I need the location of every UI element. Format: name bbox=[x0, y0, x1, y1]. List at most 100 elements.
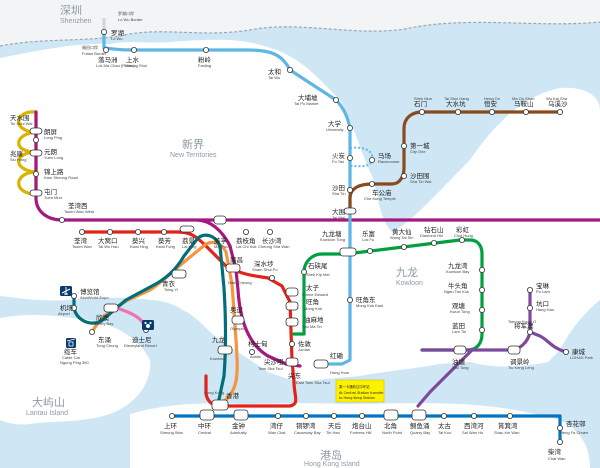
station-austin[interactable] bbox=[248, 348, 255, 355]
station-tiu-keng-leng[interactable] bbox=[507, 345, 521, 355]
label-disneyland-cn: 迪士尼 bbox=[132, 335, 152, 344]
station-choi-hung[interactable] bbox=[458, 236, 465, 243]
label-yau-tong-en: Yau Tong bbox=[452, 365, 469, 370]
station-lok-ma-chau[interactable] bbox=[103, 47, 110, 54]
label-tuen-mun-en: Tuen Mun bbox=[44, 195, 62, 200]
station-shek-kip-mei[interactable] bbox=[300, 268, 307, 275]
station-sham-shui-po[interactable] bbox=[268, 274, 275, 281]
station-tai-wai[interactable] bbox=[343, 207, 357, 215]
station-tung-chung[interactable] bbox=[89, 328, 96, 335]
station-tsing-yi[interactable] bbox=[171, 269, 187, 279]
label-kwun-tong-en: Kwun Tong bbox=[450, 309, 470, 314]
label-shek-kip-mei-en: Shek Kip Mei bbox=[306, 272, 330, 277]
label-chai-wan-cn: 柴湾 bbox=[548, 447, 562, 456]
station-sai-wan-ho[interactable] bbox=[470, 412, 477, 419]
label-che-kung-temple-cn: 车公庙 bbox=[372, 188, 392, 197]
station-ma-on-shan[interactable] bbox=[523, 109, 530, 116]
station-tsim-sha-tsui[interactable] bbox=[285, 357, 299, 367]
station-sha-tin-wai[interactable] bbox=[400, 172, 407, 179]
station-fo-tan[interactable] bbox=[346, 154, 353, 161]
station-olympic[interactable] bbox=[231, 315, 245, 325]
station-yau-tong[interactable] bbox=[453, 345, 467, 355]
station-prince-edward[interactable] bbox=[285, 287, 299, 297]
station-mei-foo[interactable] bbox=[213, 215, 227, 225]
station-causeway-bay[interactable] bbox=[302, 412, 309, 419]
station-yau-ma-tei[interactable] bbox=[285, 317, 299, 327]
station-shek-mun[interactable] bbox=[418, 109, 425, 116]
station-hang-hau[interactable] bbox=[527, 304, 534, 311]
station-nam-cheong[interactable] bbox=[225, 263, 241, 273]
station-cheung-sha-wan[interactable] bbox=[266, 228, 273, 235]
station-tai-shui-hang[interactable] bbox=[454, 109, 461, 116]
station-tin-shui-wai[interactable] bbox=[29, 127, 43, 135]
station-admiralty[interactable] bbox=[233, 409, 249, 421]
station-diamond-hill[interactable] bbox=[430, 239, 437, 246]
station-fortress-hill[interactable] bbox=[358, 412, 365, 419]
label-tseung-kwan-o-cn: 将军澳 bbox=[514, 321, 534, 330]
station-heng-on[interactable] bbox=[488, 109, 495, 116]
station-tin-hau[interactable] bbox=[330, 412, 337, 419]
station-jordan[interactable] bbox=[288, 340, 295, 347]
station-tai-po-market[interactable] bbox=[332, 97, 339, 104]
station-sheung-wan[interactable] bbox=[168, 412, 175, 419]
station-chai-wan[interactable] bbox=[557, 438, 564, 445]
station-mong-kok[interactable] bbox=[285, 301, 299, 311]
station-kowloon[interactable] bbox=[217, 345, 233, 355]
station-kwai-fong[interactable] bbox=[160, 228, 167, 235]
transfer-note-line3: to Hong Kong Station bbox=[339, 396, 375, 400]
station-lai-chi-kok[interactable] bbox=[242, 228, 249, 235]
station-ngau-tau-kok[interactable] bbox=[478, 286, 485, 293]
station-central[interactable] bbox=[199, 409, 215, 421]
station-sheung-shui[interactable] bbox=[130, 47, 137, 54]
station-tuen-mun[interactable] bbox=[29, 189, 43, 197]
station-lai-king[interactable] bbox=[179, 225, 195, 233]
station-airport[interactable] bbox=[71, 304, 78, 311]
station-tsuen-wan[interactable] bbox=[79, 228, 86, 235]
station-long-ping[interactable] bbox=[33, 136, 40, 143]
station-hung-hom[interactable] bbox=[313, 359, 329, 369]
station-lo-wu[interactable] bbox=[101, 28, 108, 35]
station-asiaworld-expo[interactable] bbox=[71, 292, 78, 299]
label-cable-car-sub-en: Ngong Ping 360 bbox=[60, 360, 89, 365]
station-tseung-kwan-o[interactable] bbox=[527, 328, 534, 335]
station-wu-kai-sha[interactable] bbox=[557, 109, 564, 116]
station-kwai-hing[interactable] bbox=[134, 228, 141, 235]
station-che-kung-temple[interactable] bbox=[368, 180, 375, 187]
station-mong-kok-east[interactable] bbox=[346, 296, 353, 303]
station-fanling[interactable] bbox=[202, 47, 209, 54]
label-kowloon-bay-en: Kowloon Bay bbox=[446, 269, 469, 274]
station-kwun-tong[interactable] bbox=[478, 306, 485, 313]
ma-on-shan-line bbox=[348, 110, 562, 214]
station-lok-fu[interactable] bbox=[366, 247, 373, 254]
station-yuen-long[interactable] bbox=[29, 149, 43, 157]
station-sunny-bay[interactable] bbox=[103, 303, 119, 313]
station-po-lam[interactable] bbox=[527, 286, 534, 293]
label-tsing-yi-cn: 青衣 bbox=[162, 279, 176, 288]
shenzhen-border-line bbox=[0, 21, 600, 47]
station-wong-tai-sin[interactable] bbox=[400, 243, 407, 250]
station-quarry-bay[interactable] bbox=[411, 409, 427, 421]
station-tai-wo-hau[interactable] bbox=[107, 228, 114, 235]
station-wan-chai[interactable] bbox=[274, 412, 281, 419]
station-tsuen-wan-west[interactable] bbox=[59, 216, 66, 223]
station-racecourse[interactable] bbox=[368, 156, 375, 163]
station-shau-kei-wan[interactable] bbox=[506, 412, 513, 419]
station-city-one[interactable] bbox=[400, 142, 407, 149]
station-tai-koo[interactable] bbox=[440, 412, 447, 419]
station-kam-sheung-road[interactable] bbox=[33, 170, 40, 177]
region-kowloon-cn: 九龙 bbox=[396, 266, 418, 279]
region-hk-island-cn: 港岛 bbox=[320, 448, 342, 462]
station-lohas-park[interactable] bbox=[563, 348, 570, 355]
station-kowloon-bay[interactable] bbox=[478, 266, 485, 273]
station-sha-tin[interactable] bbox=[346, 186, 353, 193]
label-central-cn: 中环 bbox=[198, 421, 212, 430]
station-lam-tin[interactable] bbox=[478, 326, 485, 333]
station-hong-kong[interactable] bbox=[211, 399, 229, 411]
station-heng-fa-chuen[interactable] bbox=[557, 424, 564, 431]
label-nam-cheong-cn: 南昌 bbox=[230, 255, 243, 264]
station-tai-wo[interactable] bbox=[286, 67, 293, 74]
station-kowloon-tong[interactable] bbox=[339, 247, 357, 257]
label-tsuen-wan-en: Tsuen Wan bbox=[72, 244, 92, 249]
station-university[interactable] bbox=[346, 125, 353, 132]
station-north-point[interactable] bbox=[383, 409, 399, 421]
